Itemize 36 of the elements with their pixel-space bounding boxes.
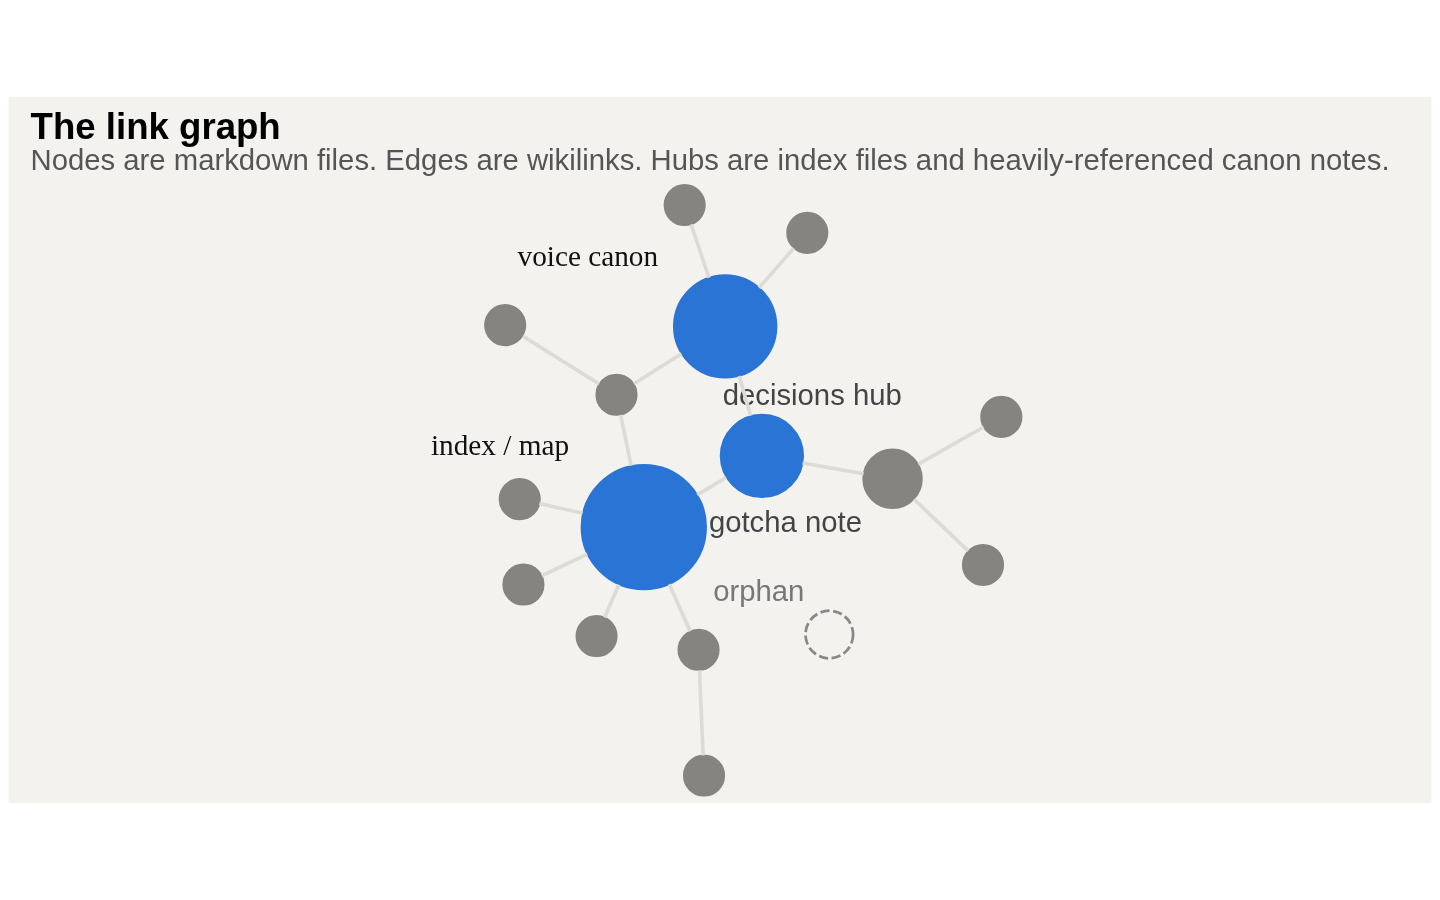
connector	[696, 475, 728, 497]
connector	[538, 501, 583, 516]
node-circle	[595, 373, 638, 416]
node-circle	[961, 543, 1005, 587]
node-circle	[498, 478, 541, 521]
node-circle	[719, 413, 804, 499]
connector	[602, 584, 621, 619]
connector	[917, 425, 985, 466]
connector	[737, 375, 753, 417]
node-label: voice canon	[517, 239, 659, 272]
connector	[912, 497, 970, 553]
connector	[618, 414, 633, 466]
node-label: orphan	[713, 574, 805, 608]
connector	[697, 670, 705, 756]
connector	[689, 223, 711, 279]
connector	[541, 552, 588, 578]
connector	[757, 247, 796, 289]
node-circle	[980, 395, 1023, 438]
node-circle	[484, 304, 527, 347]
node-circle	[663, 184, 706, 227]
node-circle	[682, 754, 726, 797]
node-circle	[575, 614, 618, 658]
node-circle	[580, 463, 707, 591]
node-label: gotcha note	[708, 504, 862, 538]
node-label: decisions hub	[722, 378, 902, 412]
node-circle	[677, 628, 720, 671]
node-circle	[786, 211, 829, 254]
node-label: index / map	[430, 429, 570, 462]
connector	[802, 461, 864, 476]
node-circle	[862, 448, 923, 509]
connector	[633, 352, 683, 386]
node-circle	[673, 274, 778, 379]
node-circle	[804, 609, 855, 660]
node-circle	[502, 563, 545, 606]
connector	[667, 583, 692, 632]
connector	[521, 334, 601, 386]
